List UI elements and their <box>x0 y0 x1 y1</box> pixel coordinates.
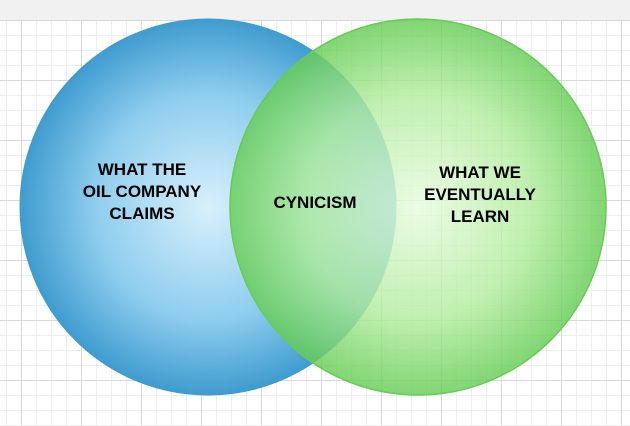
right-circle[interactable] <box>229 18 607 396</box>
left-circle-label: WHAT THE OIL COMPANY CLAIMS <box>82 160 202 223</box>
intersection-label: CYNICISM <box>273 193 357 212</box>
right-circle-label: WHAT WE EVENTUALLY LEARN <box>424 163 536 226</box>
